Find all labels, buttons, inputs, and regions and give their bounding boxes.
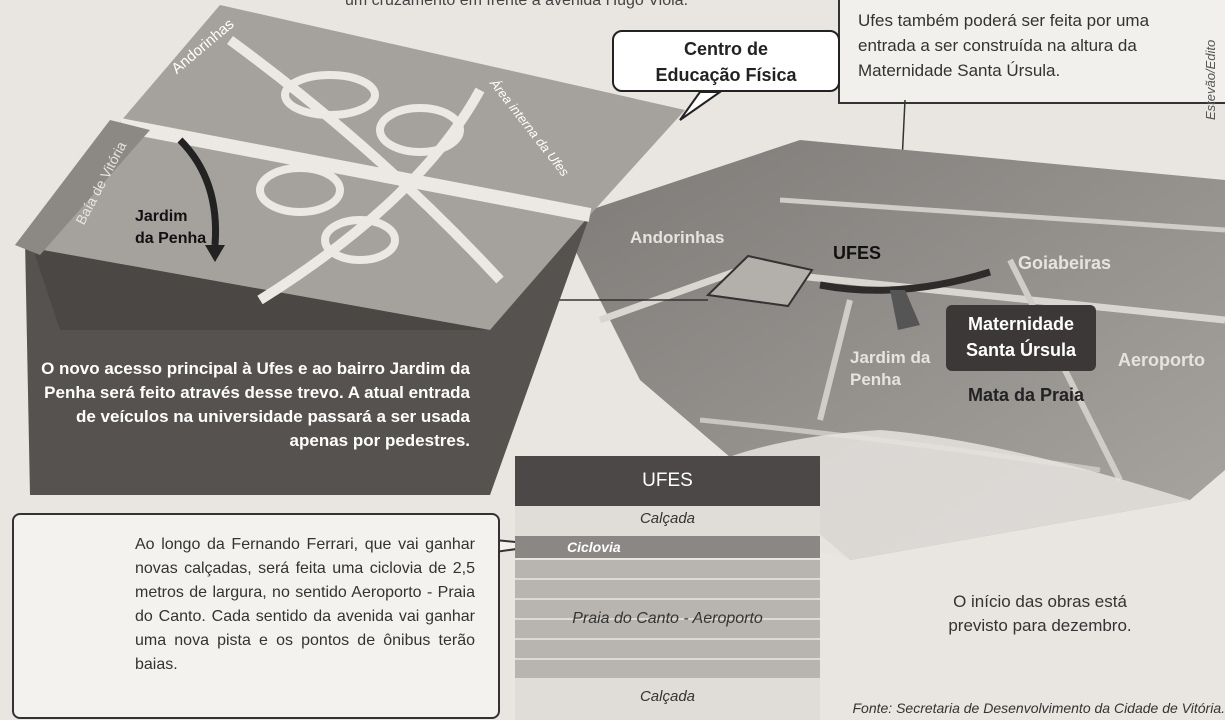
- label-jardim-map-2: Penha: [850, 370, 902, 389]
- map-3d-trevo: [15, 5, 685, 495]
- callout-line-1: Centro de: [683, 39, 768, 59]
- source-note: Fonte: Secretaria de Desenvolvimento da …: [852, 700, 1225, 716]
- obras-text: O início das obras está previsto para de…: [948, 592, 1132, 635]
- ciclovia-label: Ciclovia: [515, 536, 820, 558]
- label-maternidade: Maternidade Santa Úrsula: [946, 305, 1096, 371]
- callout-centro-educacao-fisica: Centro de Educação Física: [612, 30, 840, 92]
- label-andorinhas-map: Andorinhas: [630, 228, 725, 247]
- road-ufes-label: UFES: [515, 456, 820, 506]
- trevo-location: [705, 254, 814, 308]
- info-box-top-right: [838, 0, 1225, 104]
- info-text-top-right: Ufes também poderá ser feita por uma ent…: [858, 11, 1150, 80]
- label-ufes-map: UFES: [833, 243, 882, 263]
- label-mata-da-praia: Mata da Praia: [968, 385, 1085, 405]
- top-caption: um cruzamento em frente à avenida Hugo V…: [345, 0, 689, 9]
- label-goiabeiras: Goiabeiras: [1018, 253, 1112, 273]
- label-jardim-3d-2: da Penha: [135, 230, 207, 247]
- maternidade-line-1: Maternidade: [967, 314, 1075, 334]
- calcada-bottom: Calçada: [639, 688, 696, 705]
- callout-line-2: Educação Física: [655, 65, 797, 85]
- road-lanes: [515, 560, 820, 678]
- label-aeroporto: Aeroporto: [1118, 350, 1205, 370]
- bike-info-text: Ao longo da Fernando Ferrari, que vai ga…: [135, 536, 475, 673]
- label-jardim-map-1: Jardim da: [850, 348, 931, 367]
- ufes-access-road: [819, 268, 992, 294]
- direction-label: Praia do Canto - Aeroporto: [572, 610, 763, 627]
- trevo-caption: O novo acesso principal à Ufes e ao bair…: [41, 359, 470, 450]
- bike-info-box: [12, 513, 500, 719]
- label-jardim-3d-1: Jardim: [135, 208, 188, 225]
- calcada-top: Calçada: [639, 510, 696, 527]
- maternidade-line-2: Santa Úrsula: [965, 340, 1077, 360]
